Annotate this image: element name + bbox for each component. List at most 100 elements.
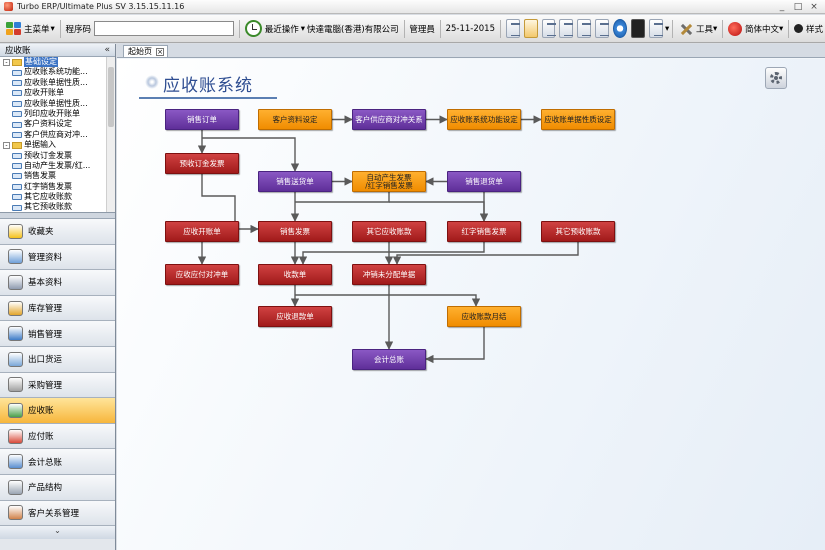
network-icon[interactable]	[559, 19, 574, 38]
tab-close-icon[interactable]: ×	[156, 47, 164, 56]
tree-toggle-icon[interactable]: -	[3, 58, 10, 66]
tree-item[interactable]: 其它应收账款	[0, 192, 115, 202]
module-button[interactable]: 产品结构	[0, 474, 115, 501]
flow-box-red-invoice[interactable]: 红字销售发票	[447, 221, 521, 242]
flow-box-receipt[interactable]: 收款单	[258, 264, 332, 285]
flow-box-general-ledger[interactable]: 会计总账	[352, 349, 426, 370]
flow-box-sales-invoice[interactable]: 销售发票	[258, 221, 332, 242]
flow-box-writeoff-unallocated[interactable]: 冲销未分配单据	[352, 264, 426, 285]
tree-item[interactable]: 列印应收开账单	[0, 109, 115, 119]
language-label: 简体中文	[744, 24, 779, 35]
panel-splitter[interactable]	[0, 213, 115, 219]
tree-folder[interactable]: - 基础设定	[0, 57, 115, 68]
tree-item[interactable]: 应收账单据性质...	[0, 99, 115, 109]
settings-button[interactable]	[765, 67, 787, 89]
style-menu-button[interactable]: 样式	[792, 18, 825, 40]
form-icon	[12, 204, 22, 211]
tree-item[interactable]: 预收订金发票	[0, 151, 115, 161]
more-modules-button[interactable]: ⌄	[0, 526, 115, 540]
flow-box-sales-return[interactable]: 销售退货单	[447, 171, 521, 192]
timer-icon[interactable]	[649, 19, 663, 38]
module-list: 收藏夹管理资料基本资料库存管理销售管理出口货运采购管理应收账应付账会计总账产品结…	[0, 219, 115, 527]
flow-box-ar-doc-setup[interactable]: 应收账单据性质设定	[541, 109, 615, 130]
module-button[interactable]: 出口货运	[0, 346, 115, 373]
module-label: 出口货运	[28, 355, 63, 366]
module-button[interactable]: 应付账	[0, 423, 115, 450]
tree-scrollbar[interactable]	[106, 57, 115, 212]
collapse-panel-button[interactable]: «	[104, 45, 110, 55]
module-button[interactable]: 采购管理	[0, 372, 115, 399]
flow-box-ar-func-setup[interactable]: 应收账系统功能设定	[447, 109, 521, 130]
calculator-icon[interactable]	[505, 19, 520, 38]
flow-box-ar-opening[interactable]: 应收开账单	[165, 221, 239, 242]
tree-item[interactable]: 客户资料设定	[0, 119, 115, 129]
form-icon	[12, 100, 22, 107]
module-button[interactable]: 客户关系管理	[0, 500, 115, 527]
tree-item[interactable]: 客户供应商对冲...	[0, 130, 115, 140]
page-title-block: 应收账系统	[139, 69, 277, 99]
gear-icon	[770, 72, 782, 84]
flow-box-ar-month-end[interactable]: 应收账款月结	[447, 306, 521, 327]
report-icon[interactable]	[577, 19, 592, 38]
scrollbar-thumb[interactable]	[108, 67, 114, 127]
list-icon[interactable]	[541, 19, 556, 38]
tree-item[interactable]: 自动产生发票/红...	[0, 161, 115, 171]
minimize-button[interactable]: _	[779, 1, 785, 12]
tree-item[interactable]: 销售发票	[0, 171, 115, 181]
program-code-input[interactable]	[94, 21, 235, 36]
flow-box-receipt-refund[interactable]: 应收退款单	[258, 306, 332, 327]
flow-box-cust-supp-offset[interactable]: 客户供应商对冲关系	[352, 109, 426, 130]
main-menu-button[interactable]: 主菜单 ▾	[4, 18, 57, 40]
flow-box-ar-ap-offset[interactable]: 应收应付对冲单	[165, 264, 239, 285]
tab-start-page[interactable]: 起始页 ×	[123, 45, 168, 57]
style-label: 样式	[805, 24, 823, 35]
tools-menu-button[interactable]: 工具 ▾	[676, 18, 719, 40]
flow-box-sales-order[interactable]: 销售订单	[165, 109, 239, 130]
tree-item-label: 应收账单据性质...	[24, 77, 88, 87]
home-icon[interactable]	[523, 19, 538, 38]
module-button[interactable]: 基本资料	[0, 270, 115, 296]
form-icon	[12, 183, 22, 190]
tree-folder[interactable]: -单据输入	[0, 140, 115, 150]
module-button[interactable]: 管理资料	[0, 244, 115, 271]
tree-item[interactable]: 应收开账单	[0, 88, 115, 98]
flow-box-delivery-note[interactable]: 销售送货单	[258, 171, 332, 192]
tree-item-label: 基础设定	[24, 57, 58, 68]
module-button[interactable]: 库存管理	[0, 295, 115, 322]
flow-box-deposit-invoice[interactable]: 预收订金发票	[165, 153, 239, 174]
recent-operations-button[interactable]: 最近操作 ▾ 快達電腦(香港)有限公司	[243, 18, 401, 40]
browser-icon[interactable]	[613, 19, 628, 38]
timer-dropdown-icon[interactable]: ▾	[664, 23, 670, 34]
flow-box-auto-invoice[interactable]: 自动产生发票/红字销售发票	[352, 171, 426, 192]
module-button[interactable]: 应收账	[0, 398, 115, 424]
language-menu-button[interactable]: 简体中文 ▾	[726, 18, 785, 40]
close-button[interactable]: ×	[810, 1, 818, 12]
flow-box-other-ar[interactable]: 其它应收账款	[352, 221, 426, 242]
monitor-icon[interactable]	[631, 19, 646, 38]
product-structure-icon	[8, 479, 23, 495]
flow-box-customer-setup[interactable]: 客户资料设定	[258, 109, 332, 130]
tree-item[interactable]: 红字销售发票	[0, 182, 115, 192]
tree-item[interactable]: 其它预收账款	[0, 202, 115, 212]
ledger-icon	[8, 454, 23, 470]
tree-toggle-icon[interactable]: -	[3, 141, 10, 149]
module-label: 应收账	[28, 406, 54, 417]
connector-red-to-receipt	[298, 242, 485, 265]
toolbar-separator	[788, 19, 789, 38]
app-icon	[4, 2, 13, 11]
basic-data-icon	[8, 274, 23, 290]
tree-item[interactable]: 应收账单据性质...	[0, 78, 115, 88]
module-button[interactable]: 收藏夹	[0, 219, 115, 245]
inventory-icon	[8, 300, 23, 316]
module-button[interactable]: 销售管理	[0, 321, 115, 347]
maximize-button[interactable]: □	[793, 1, 803, 12]
main-menu-icon	[6, 21, 22, 36]
flow-box-other-prepay[interactable]: 其它预收账款	[541, 221, 615, 242]
search-document-icon[interactable]	[595, 19, 610, 38]
language-dropdown-icon: ▾	[778, 23, 784, 34]
module-button[interactable]: 会计总账	[0, 449, 115, 475]
tree-item-label: 其它预收账款	[24, 202, 72, 212]
tree-item[interactable]: 应收账系统功能...	[0, 67, 115, 77]
tree-item-label: 客户供应商对冲...	[24, 129, 88, 139]
tree-item-label: 应收账系统功能...	[24, 67, 88, 77]
